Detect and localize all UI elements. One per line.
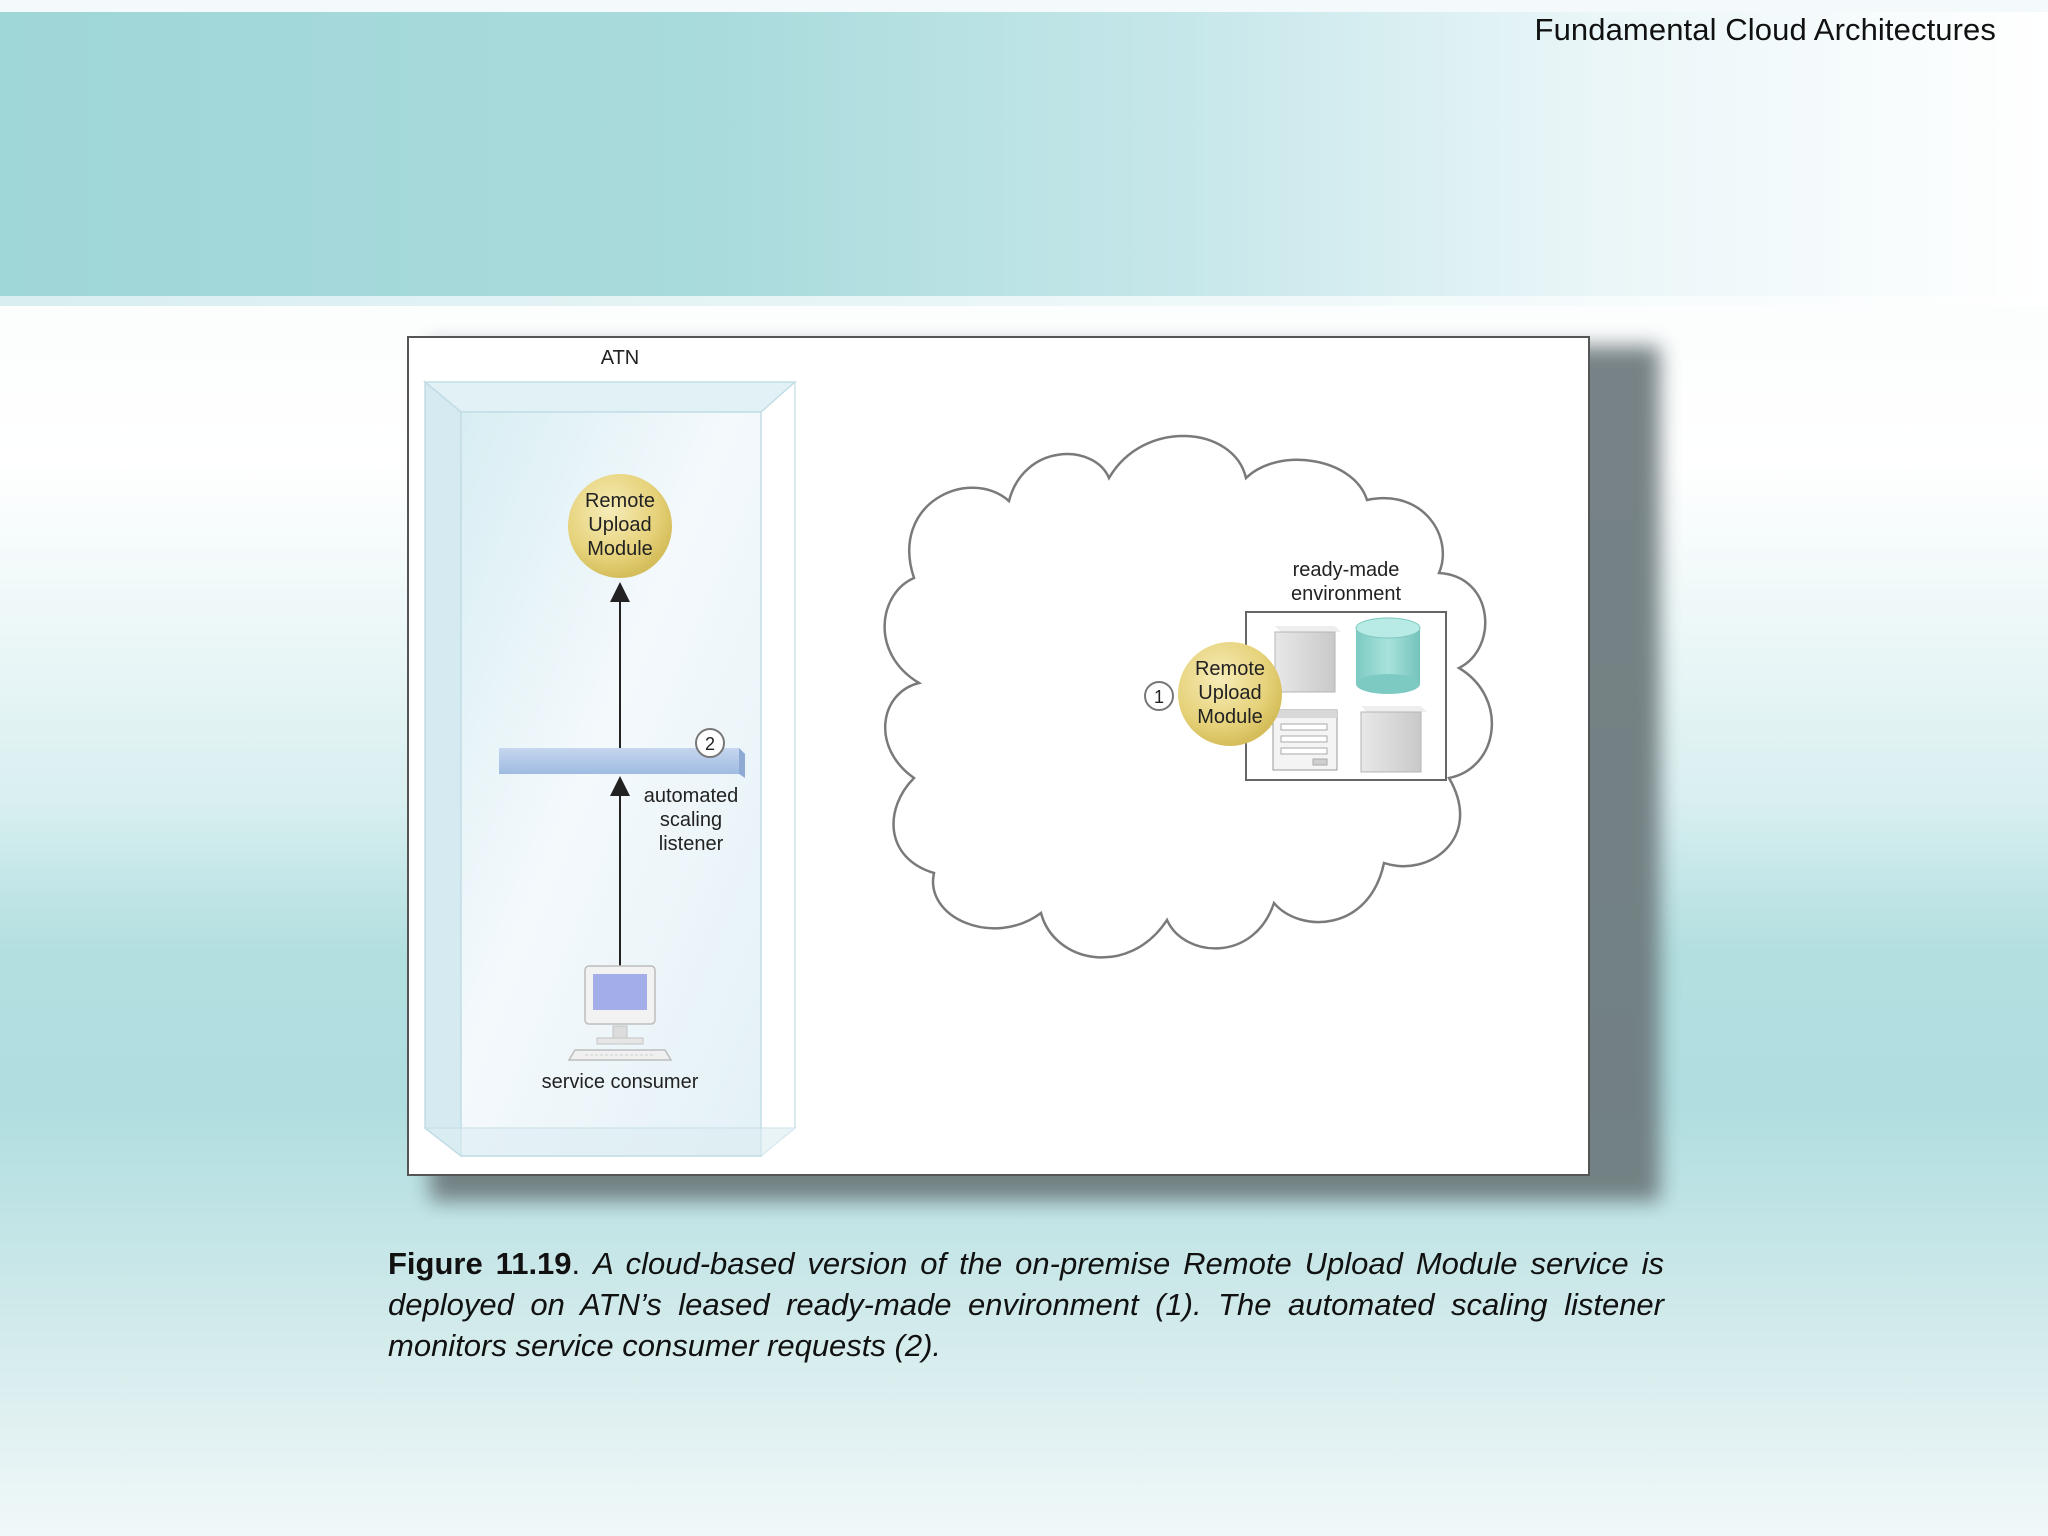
figure-frame: ATN Remote Upload Module 2 automated sca… xyxy=(407,336,1590,1176)
caption-text: A cloud-based version of the on-premise … xyxy=(388,1246,1664,1363)
env-label-line1: ready-made xyxy=(1293,559,1400,581)
database-icon xyxy=(1355,617,1421,694)
form-window-icon xyxy=(1272,709,1338,771)
atn-label: ATN xyxy=(601,347,640,369)
rum-cloud-line3: Module xyxy=(1197,706,1263,728)
service-consumer-computer-icon xyxy=(567,965,673,1061)
header-band-edge xyxy=(0,296,2048,306)
listener-line2: scaling xyxy=(660,809,722,831)
server-icon xyxy=(1274,626,1341,693)
step-1-number: 1 xyxy=(1154,687,1164,707)
rum-atn-line3: Module xyxy=(587,538,653,560)
listener-line1: automated xyxy=(644,785,739,807)
step-2-marker: 2 xyxy=(695,728,725,758)
server-icon-2 xyxy=(1360,706,1427,773)
caption-separator: . xyxy=(571,1246,594,1281)
remote-upload-module-atn xyxy=(568,474,672,578)
rum-atn-line1: Remote xyxy=(585,490,655,512)
rum-cloud-line1: Remote xyxy=(1195,658,1265,680)
service-consumer-label: service consumer xyxy=(542,1071,699,1093)
step-1-marker: 1 xyxy=(1144,681,1174,711)
env-label-line2: environment xyxy=(1291,583,1402,605)
caption-label: Figure 11.19 xyxy=(388,1246,572,1281)
rum-atn-line2: Upload xyxy=(588,514,651,536)
header-band xyxy=(0,12,2048,298)
architecture-diagram: ATN Remote Upload Module 2 automated sca… xyxy=(422,347,1494,1158)
rum-cloud-line2: Upload xyxy=(1198,682,1261,704)
listener-line3: listener xyxy=(659,833,724,855)
remote-upload-module-cloud xyxy=(1178,642,1282,746)
figure-caption: Figure 11.19. A cloud-based version of t… xyxy=(388,1243,1664,1366)
step-2-number: 2 xyxy=(705,734,715,754)
page-header-title: Fundamental Cloud Architectures xyxy=(1534,12,1996,47)
